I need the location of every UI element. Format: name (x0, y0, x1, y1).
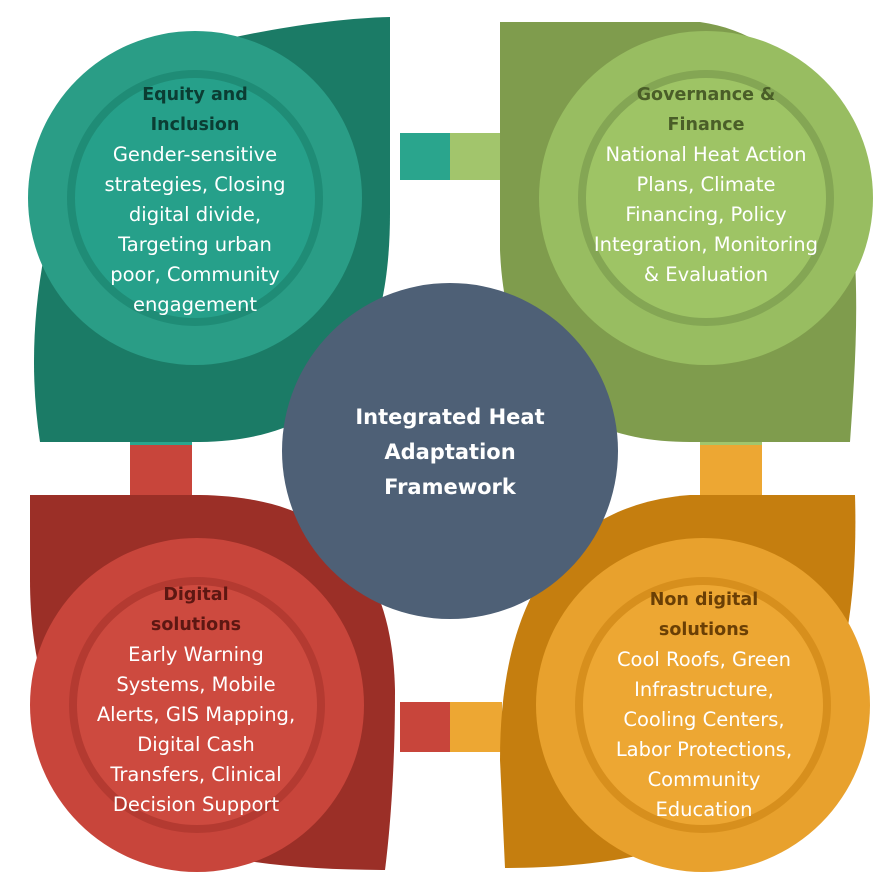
ring-segment-right-orange (700, 445, 762, 500)
quadrant-governance: Governance & Finance National Heat Actio… (570, 80, 842, 290)
quadrant-digital-title: Digital solutions (150, 585, 242, 635)
ring-segment-bottom-red (400, 702, 455, 752)
ring-segment-top-green (450, 133, 500, 180)
circle-red-inner (77, 585, 317, 825)
quadrant-equity: Equity and Inclusion Gender-sensitive st… (70, 80, 320, 320)
ring-segment-left-red (130, 445, 192, 500)
ring-segment-top-teal (400, 133, 455, 180)
quadrant-nondigital: Non digital solutions Cool Roofs, Green … (573, 585, 835, 825)
quadrant-digital: Digital solutions Early Warning Systems,… (65, 580, 327, 820)
center-label: Integrated Heat Adaptation Framework (355, 405, 545, 499)
circle-orange-inner (583, 585, 823, 825)
quadrant-digital-body: Early Warning Systems, Mobile Alerts, GI… (96, 643, 296, 816)
circle-teal-inner (75, 78, 315, 318)
quadrant-nondigital-title: Non digital solutions (649, 590, 759, 640)
center-label-box: Integrated Heat Adaptation Framework (310, 395, 590, 510)
circle-green-inner (586, 78, 826, 318)
quadrant-governance-title: Governance & Finance (636, 85, 776, 135)
quadrant-equity-title: Equity and Inclusion (142, 85, 248, 135)
center-circle (282, 283, 618, 619)
quadrant-equity-body: Gender-sensitive strategies, Closing dig… (104, 143, 286, 316)
quadrant-circles (28, 31, 873, 872)
quadrant-nondigital-body: Cool Roofs, Green Infrastructure, Coolin… (615, 648, 793, 821)
quadrant-governance-body: National Heat Action Plans, Climate Fina… (593, 143, 819, 286)
ring-segment-bottom-orange (450, 702, 502, 752)
